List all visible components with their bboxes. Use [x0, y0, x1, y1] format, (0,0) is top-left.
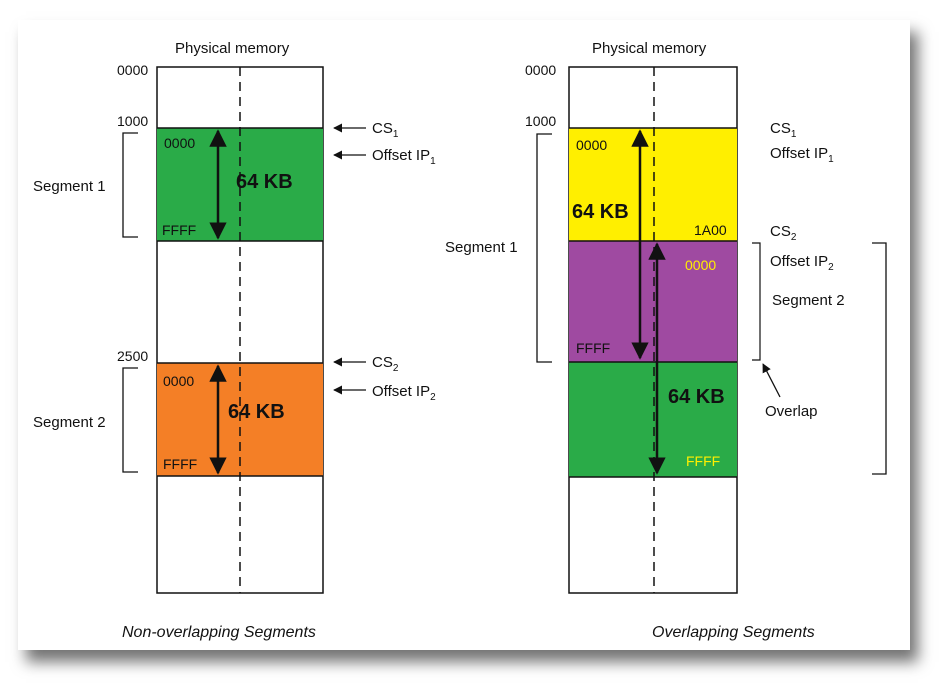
left-seg1-end: FFFF — [162, 222, 196, 238]
left-segment1-label: Segment 1 — [33, 178, 106, 195]
left-seg1-start: 0000 — [164, 135, 195, 151]
left-title: Physical memory — [175, 40, 290, 57]
right-green-size: 64 KB — [668, 386, 725, 408]
left-diagram: Physical memory 0000 1000 2500 Segment 1… — [33, 40, 436, 641]
right-overlap-label: Overlap — [765, 403, 818, 420]
right-diagram: Physical memory 0000 1000 Segment 1 Segm… — [445, 40, 887, 641]
right-purple-start: 0000 — [685, 257, 716, 273]
right-segment1-label: Segment 1 — [445, 239, 518, 256]
left-ip2-label: Offset IP2 — [372, 383, 436, 403]
left-cs1-label: CS1 — [372, 120, 399, 140]
right-green-end: FFFF — [686, 453, 720, 469]
left-caption: Non-overlapping Segments — [122, 624, 316, 641]
left-addr-1000: 1000 — [117, 113, 148, 129]
right-purple-end: FFFF — [576, 340, 610, 356]
right-title: Physical memory — [592, 40, 707, 57]
right-yellow-end: 1A00 — [694, 222, 727, 238]
right-segment1-bracket — [536, 133, 552, 363]
left-seg2-end: FFFF — [163, 456, 197, 472]
left-seg1-size: 64 KB — [236, 171, 293, 193]
right-cs1-label: CS1 — [770, 120, 797, 140]
right-overlap-arrow — [762, 363, 781, 398]
left-seg2-start: 0000 — [163, 373, 194, 389]
right-addr-0000: 0000 — [525, 62, 556, 78]
right-overlap-bracket — [752, 242, 761, 361]
left-seg2-size: 64 KB — [228, 401, 285, 423]
right-ip2-label: Offset IP2 — [770, 253, 834, 273]
left-addr-0000: 0000 — [117, 62, 148, 78]
right-yellow-block — [569, 128, 737, 241]
right-segment2-bracket — [872, 242, 887, 475]
left-segment1-bracket — [122, 132, 138, 238]
right-segment2-label: Segment 2 — [772, 292, 845, 309]
right-cs2-label: CS2 — [770, 223, 797, 243]
left-segment2-label: Segment 2 — [33, 414, 106, 431]
left-segment2-bracket — [122, 367, 138, 473]
right-seg1-size: 64 KB — [572, 201, 629, 223]
right-addr-1000: 1000 — [525, 113, 556, 129]
left-ip1-label: Offset IP1 — [372, 147, 436, 167]
right-caption: Overlapping Segments — [652, 624, 815, 641]
left-addr-2500: 2500 — [117, 348, 148, 364]
right-ip1-label: Offset IP1 — [770, 145, 834, 165]
right-yellow-start: 0000 — [576, 137, 607, 153]
left-cs2-label: CS2 — [372, 354, 399, 374]
